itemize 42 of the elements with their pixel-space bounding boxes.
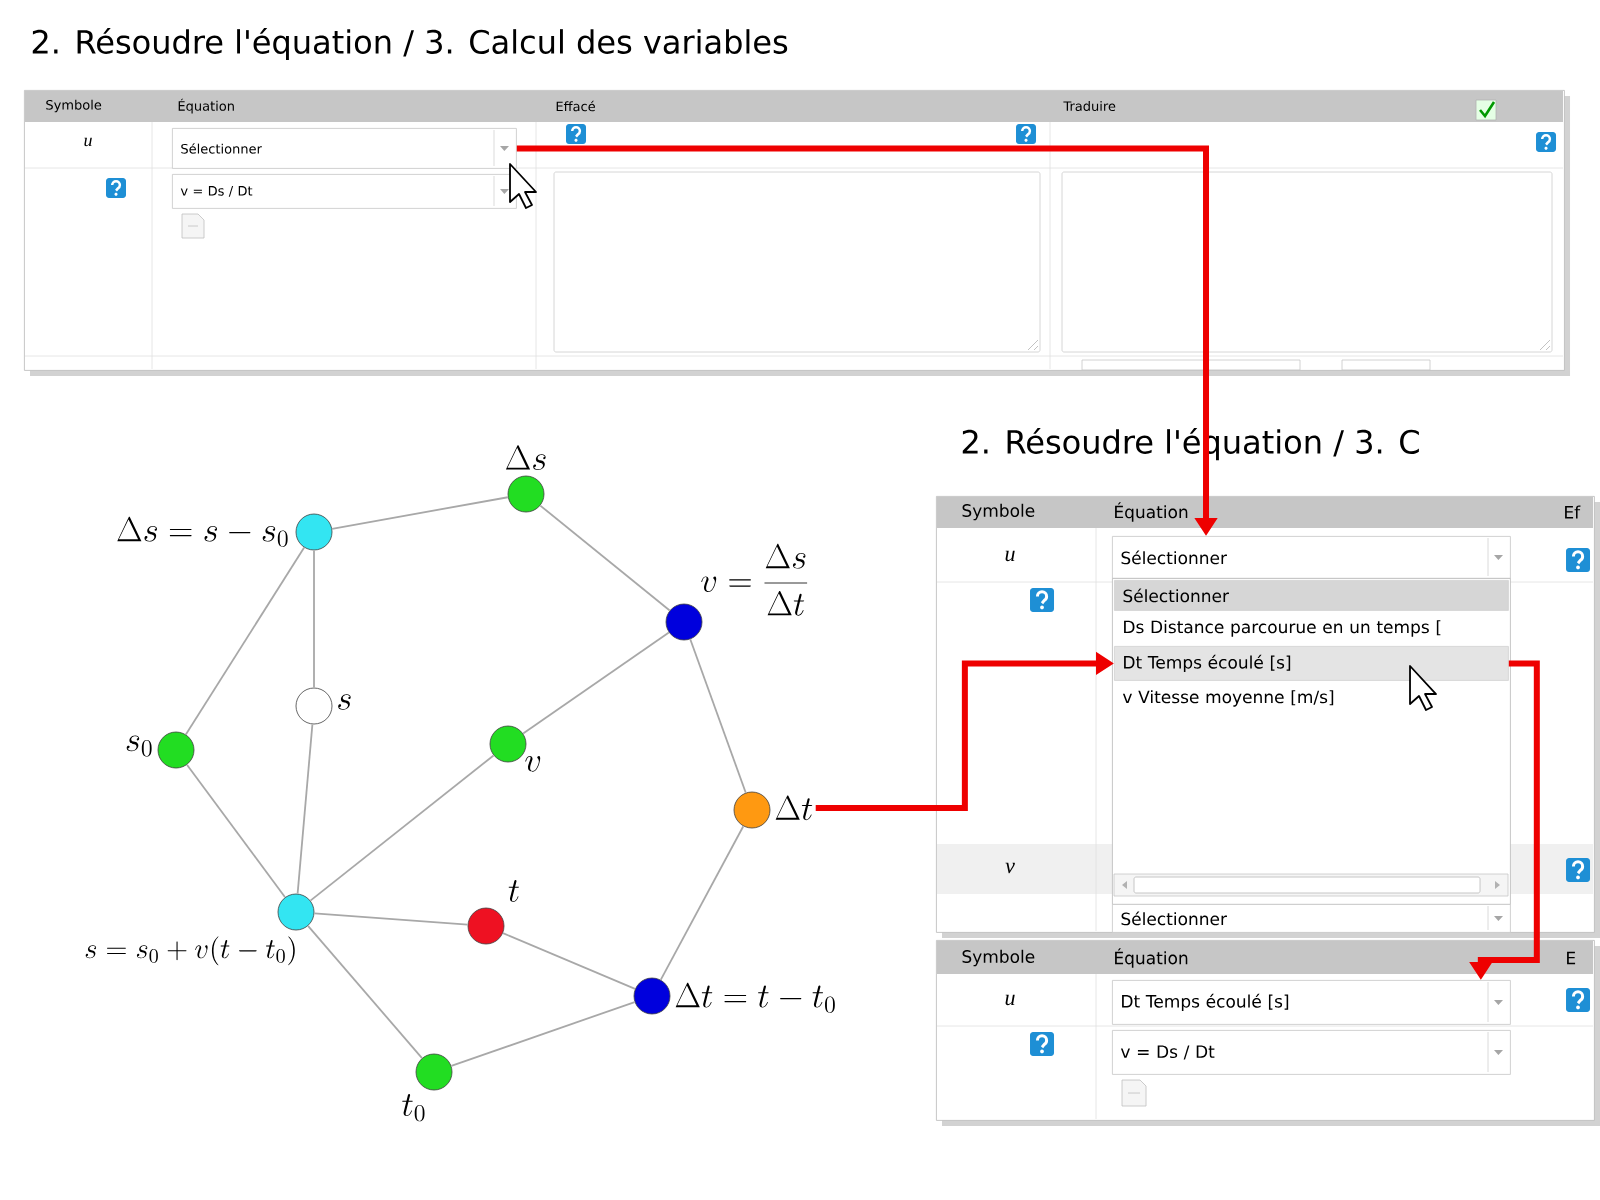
select-field: Sélectionner: [1112, 904, 1511, 933]
dropdown-option: v Vitesse moyenne [m/s]: [1122, 690, 1334, 707]
dropdown-option: Dt Temps écoulé [s]: [1114, 646, 1509, 681]
vertex-label: $t_0$: [402, 1094, 425, 1122]
vertex-label: $\Delta t = t - t_0$: [675, 982, 835, 1013]
graph-edge: [307, 925, 423, 1059]
graph-edge: [313, 549, 315, 689]
row-symbol: v: [1005, 862, 1015, 874]
graph-edge: [331, 496, 509, 530]
select-field: Dt Temps écoulé [s]: [1112, 980, 1511, 1025]
graph-edge: [539, 504, 671, 612]
panel-title: 2. Résoudre l'équation / 3. Calcul des variables: [32, 27, 788, 61]
graph-edge: [689, 638, 747, 794]
vertex-label: $t$: [508, 880, 520, 902]
graph-edge: [184, 546, 306, 736]
graph-edge: [502, 932, 636, 990]
graph-edge: [522, 631, 670, 735]
dropdown-option: Sélectionner: [1114, 580, 1509, 611]
column-header: Ef: [1565, 505, 1581, 519]
column-header: Symbole: [962, 949, 1035, 967]
vertex-label: $v = \frac{\Delta s}{\Delta t}$: [701, 543, 808, 616]
select-field: Sélectionner: [1112, 536, 1511, 579]
select-field: v = Ds / Dt: [1112, 1030, 1511, 1075]
row-symbol: u: [1005, 994, 1015, 1006]
vertex-label: $s$: [338, 694, 351, 710]
graph-edge: [296, 723, 314, 895]
graph-edge: [309, 754, 495, 902]
vertex-label: $\Delta t$: [775, 795, 813, 821]
vertex-label: $v$: [525, 756, 541, 772]
graph-edge: [659, 825, 745, 981]
dropdown-option: Ds Distance parcourue en un temps [: [1124, 620, 1441, 637]
column-header: E: [1567, 951, 1576, 965]
column-header: Équation: [1115, 948, 1188, 968]
vertex-label: $s = s_0 + v(t - t_0)$: [85, 936, 295, 966]
vertex-label: $s_0$: [126, 735, 152, 757]
row-symbol: u: [1005, 550, 1015, 562]
graph-edge: [313, 912, 469, 926]
vertex-label: $\Delta s = s - s_0$: [117, 516, 288, 547]
graph-edge: [450, 1001, 636, 1067]
column-header: Symbole: [962, 503, 1035, 521]
graph-edge: [186, 763, 286, 899]
vertex-label: $\Delta s$: [506, 445, 546, 470]
